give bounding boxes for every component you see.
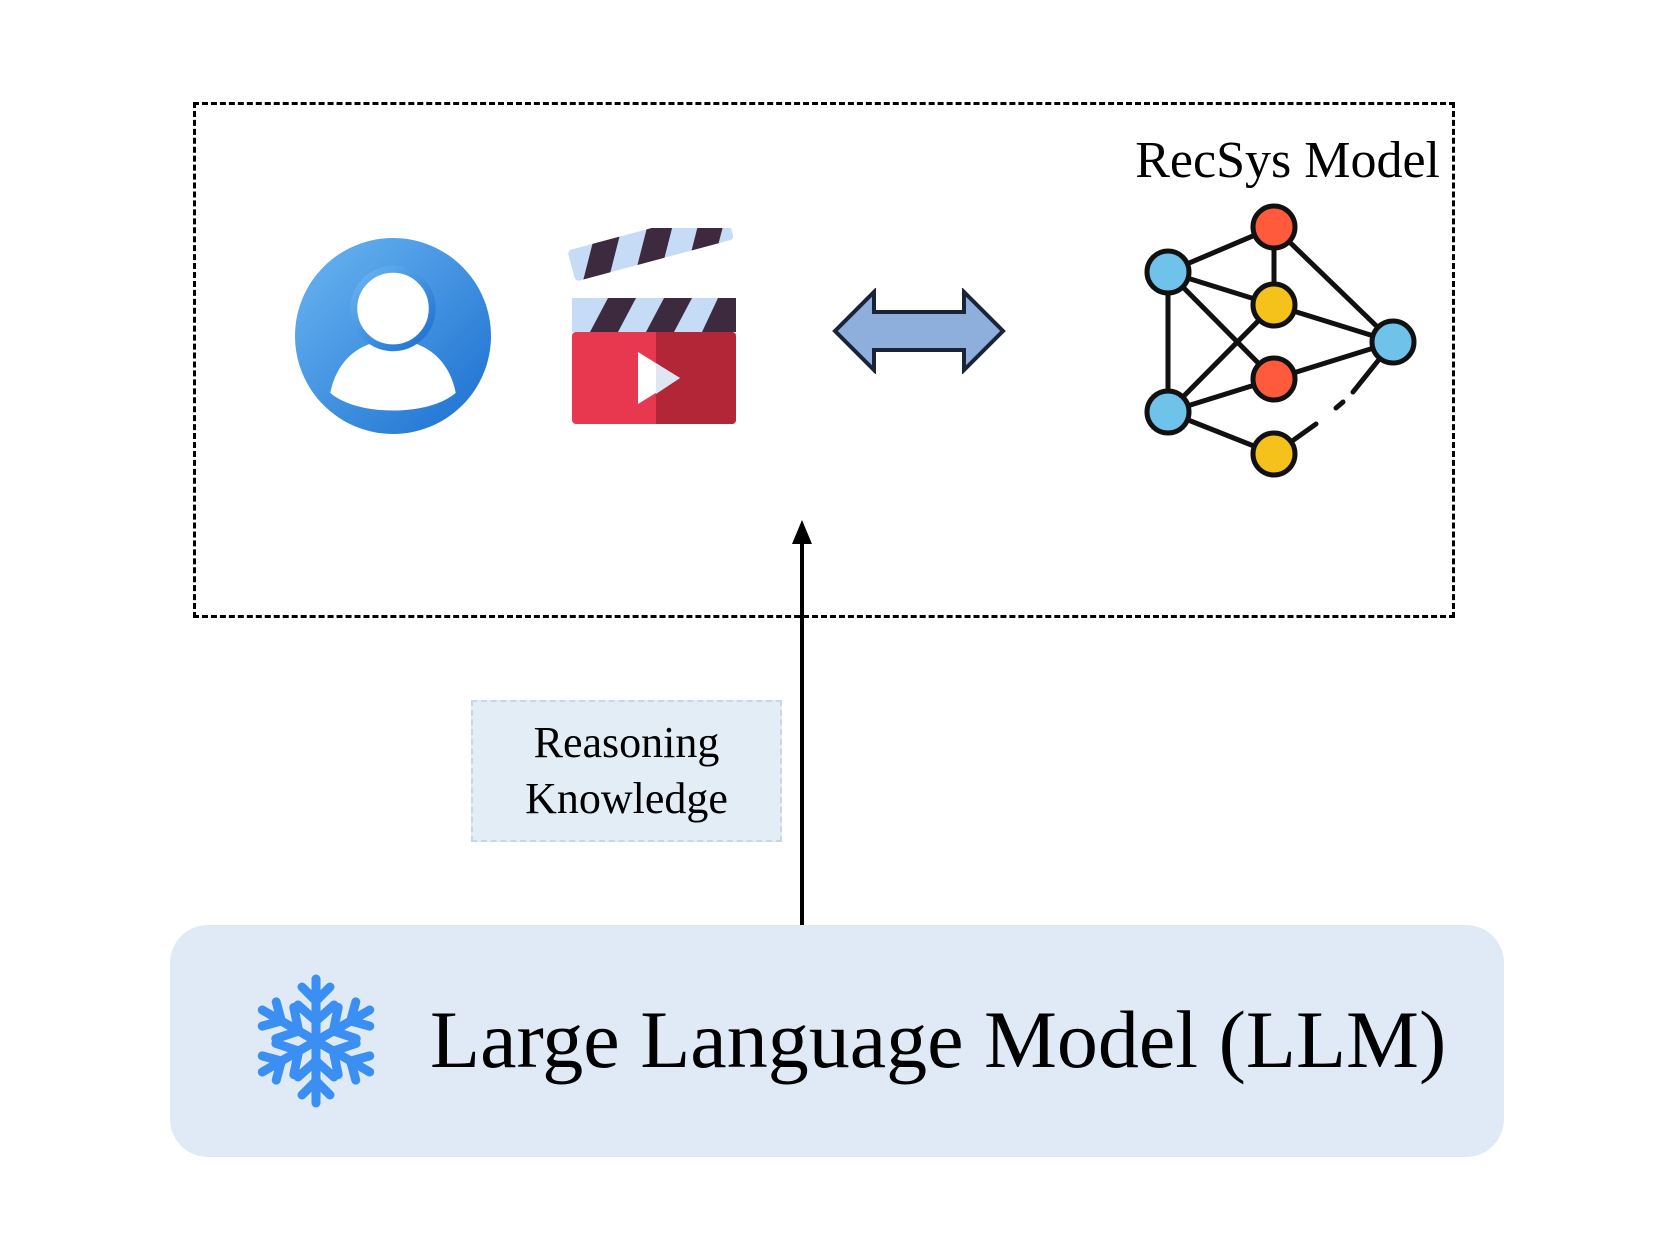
llm-container — [170, 925, 1504, 1157]
knowledge-flow-arrow — [792, 520, 812, 928]
recsys-container — [193, 102, 1455, 618]
snowflake-icon — [250, 974, 382, 1110]
llm-label: Large Language Model (LLM) — [430, 994, 1447, 1085]
movie-clapperboard-icon — [568, 228, 736, 424]
user-avatar-icon — [295, 238, 491, 434]
recsys-label: RecSys Model — [1135, 132, 1440, 189]
knowledge-line-1: Reasoning — [533, 718, 720, 767]
knowledge-line-2: Knowledge — [525, 774, 728, 823]
reasoning-knowledge-label: Reasoning Knowledge — [471, 700, 782, 842]
double-arrow-icon — [832, 288, 1006, 374]
neural-network-icon — [1144, 203, 1417, 478]
